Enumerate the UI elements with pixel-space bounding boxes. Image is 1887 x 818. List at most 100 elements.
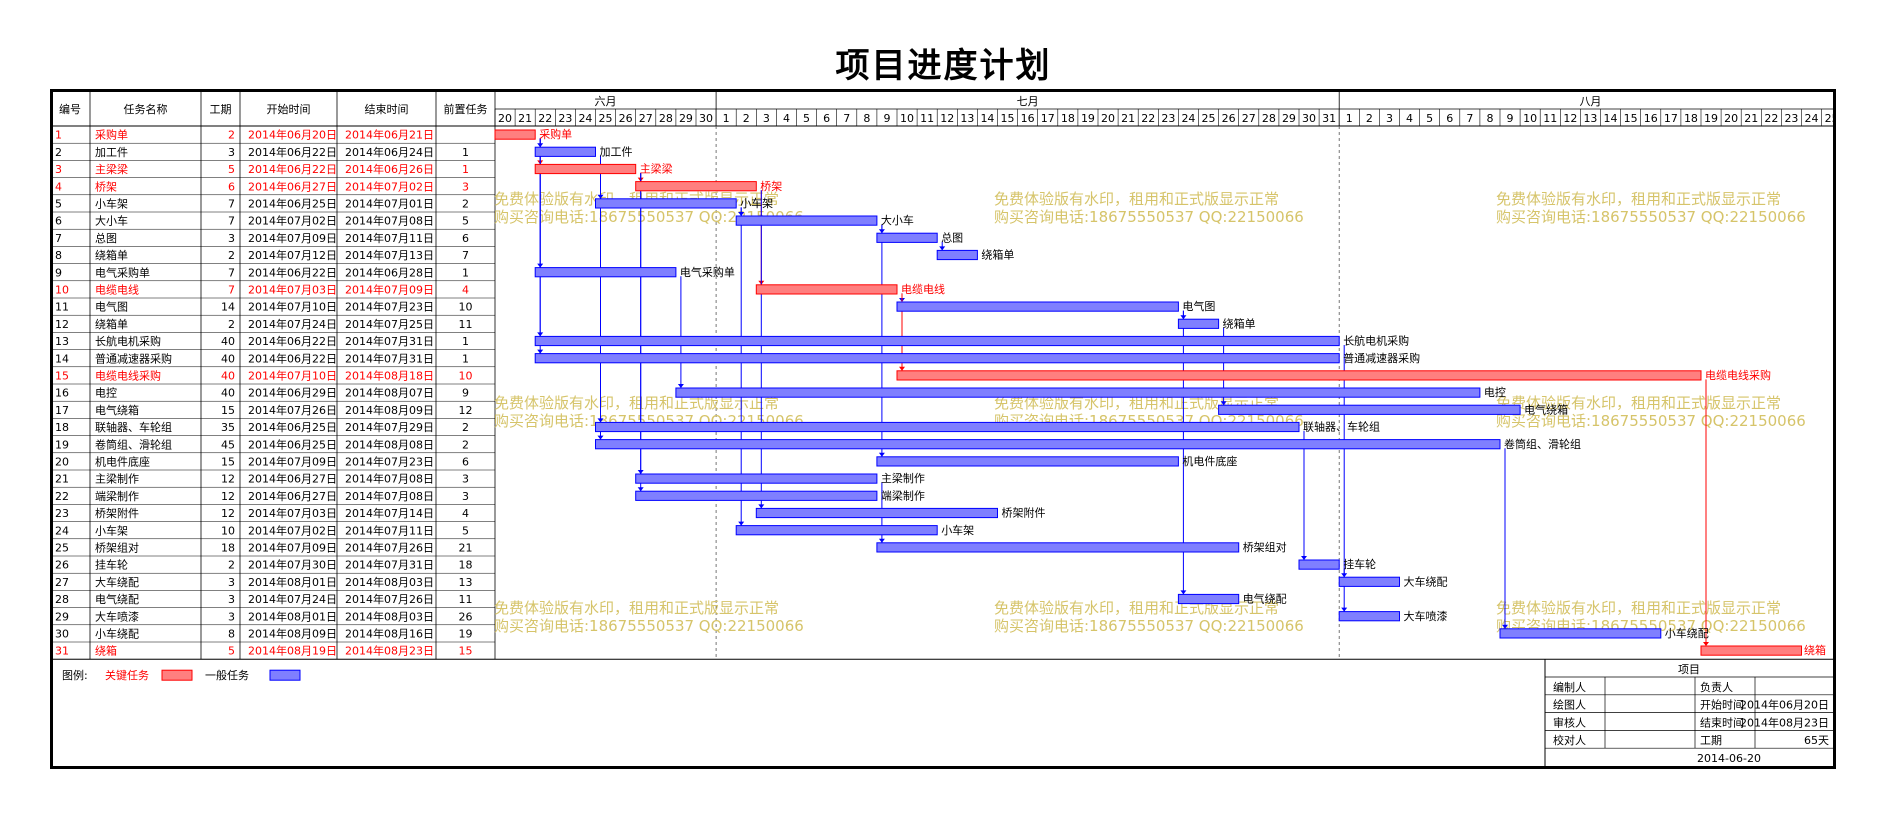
gantt-bar [595, 439, 1501, 450]
gantt-bar [735, 215, 878, 226]
task-name: 电控 [95, 386, 117, 400]
task-end: 2014年07月23日 [345, 300, 434, 314]
day-label: 4 [783, 112, 790, 125]
day-label: 27 [639, 112, 653, 125]
day-label: 6 [823, 112, 830, 125]
dependency-arrow [939, 246, 946, 251]
watermark-text: 免费体验版有水印，租用和正式版显示正常 [1496, 190, 1781, 208]
info-label: 编制人 [1553, 680, 1586, 694]
task-name: 小车架 [95, 197, 128, 211]
task-id: 22 [55, 490, 69, 503]
task-id: 3 [55, 163, 62, 176]
task-name: 电缆电线 [95, 283, 139, 297]
dependency-arrow [1180, 590, 1187, 595]
task-pred: 9 [462, 387, 469, 400]
task-name: 电缆电线采购 [95, 369, 161, 383]
task-end: 2014年08月07日 [345, 386, 434, 400]
day-label: 23 [1784, 112, 1798, 125]
task-start: 2014年08月01日 [248, 575, 337, 589]
info-label: 开始时间 [1700, 698, 1744, 712]
bar-label: 小车绕配 [1665, 626, 1709, 640]
task-end: 2014年08月08日 [345, 437, 434, 451]
task-end: 2014年07月08日 [345, 472, 434, 486]
column-header-id: 编号 [59, 102, 81, 116]
bar-label: 长航电机采购 [1343, 334, 1409, 348]
task-start: 2014年08月19日 [248, 644, 337, 658]
task-id: 31 [55, 645, 69, 658]
day-label: 24 [578, 112, 592, 125]
bar-label: 桥架附件 [1002, 506, 1046, 520]
watermark-text: 免费体验版有水印，租用和正式版显示正常 [994, 394, 1279, 412]
task-duration: 40 [221, 335, 235, 348]
task-pred: 1 [462, 146, 469, 159]
day-label: 28 [1262, 112, 1276, 125]
task-end: 2014年07月02日 [345, 179, 434, 193]
task-id: 17 [55, 404, 69, 417]
task-pred: 13 [459, 576, 473, 589]
task-duration: 6 [228, 180, 235, 193]
bar-label: 电缆电线采购 [1705, 368, 1771, 382]
dependency-arrow [899, 366, 905, 371]
day-label: 20 [1101, 112, 1115, 125]
legend-critical-swatch [161, 669, 193, 681]
task-end: 2014年07月13日 [345, 248, 434, 262]
day-label: 20 [498, 112, 512, 125]
gantt-bar [675, 387, 1481, 398]
day-label: 8 [863, 112, 870, 125]
task-name: 总图 [95, 231, 117, 245]
bar-label: 采购单 [539, 127, 572, 141]
day-label: 11 [1543, 112, 1557, 125]
task-end: 2014年07月23日 [345, 455, 434, 469]
gantt-bar [896, 301, 1179, 312]
day-label: 31 [1322, 112, 1336, 125]
day-label: 9 [1507, 112, 1514, 125]
task-pred: 6 [462, 456, 469, 469]
day-label: 13 [960, 112, 974, 125]
dependency-arrow [878, 538, 885, 543]
task-duration: 35 [221, 421, 235, 434]
info-label: 绘图人 [1553, 698, 1586, 712]
task-end: 2014年06月24日 [345, 145, 434, 159]
task-end: 2014年06月28日 [345, 265, 434, 279]
task-end: 2014年08月03日 [345, 575, 434, 589]
info-label: 校对人 [1553, 733, 1586, 747]
task-duration: 2 [228, 129, 235, 142]
bar-label: 挂车轮 [1343, 557, 1376, 571]
task-end: 2014年07月01日 [345, 197, 434, 211]
task-name: 绕箱单 [95, 317, 128, 331]
task-id: 29 [55, 610, 69, 623]
gantt-bar [534, 267, 677, 278]
watermark-text: 免费体验版有水印，租用和正式版显示正常 [1496, 394, 1781, 412]
task-name: 小车架 [95, 523, 128, 537]
dependency-arrow [1341, 607, 1348, 612]
gantt-bar [1177, 593, 1240, 605]
day-label: 2 [743, 112, 750, 125]
watermark-text: 购买咨询电话:18675550537 QQ:22150066 [494, 617, 804, 635]
task-end: 2014年07月14日 [345, 506, 434, 520]
legend-normal-swatch [269, 669, 301, 681]
bar-label: 电气绕配 [1243, 592, 1287, 606]
task-start: 2014年08月01日 [248, 609, 337, 623]
watermark-text: 购买咨询电话:18675550537 QQ:22150066 [994, 208, 1304, 226]
task-start: 2014年06月29日 [248, 386, 337, 400]
task-end: 2014年08月23日 [345, 644, 434, 658]
task-id: 26 [55, 559, 69, 572]
task-duration: 5 [228, 645, 235, 658]
bar-label: 电缆电线 [901, 282, 945, 296]
task-duration: 5 [228, 163, 235, 176]
gantt-bar [755, 507, 998, 519]
bar-label: 总图 [941, 230, 963, 244]
task-pred: 10 [459, 370, 473, 383]
task-duration: 40 [221, 370, 235, 383]
day-label: 8 [1486, 112, 1493, 125]
gantt-bar [896, 370, 1702, 381]
dependency-arrow [597, 435, 604, 440]
page-title: 项目进度计划 [835, 46, 1052, 86]
day-label: 7 [843, 112, 850, 125]
month-label: 八月 [1579, 95, 1601, 108]
task-id: 15 [55, 370, 69, 383]
column-header-name: 任务名称 [124, 102, 168, 116]
month-label: 六月 [595, 95, 617, 108]
task-end: 2014年08月18日 [345, 369, 434, 383]
bar-label: 小车架 [941, 523, 974, 537]
